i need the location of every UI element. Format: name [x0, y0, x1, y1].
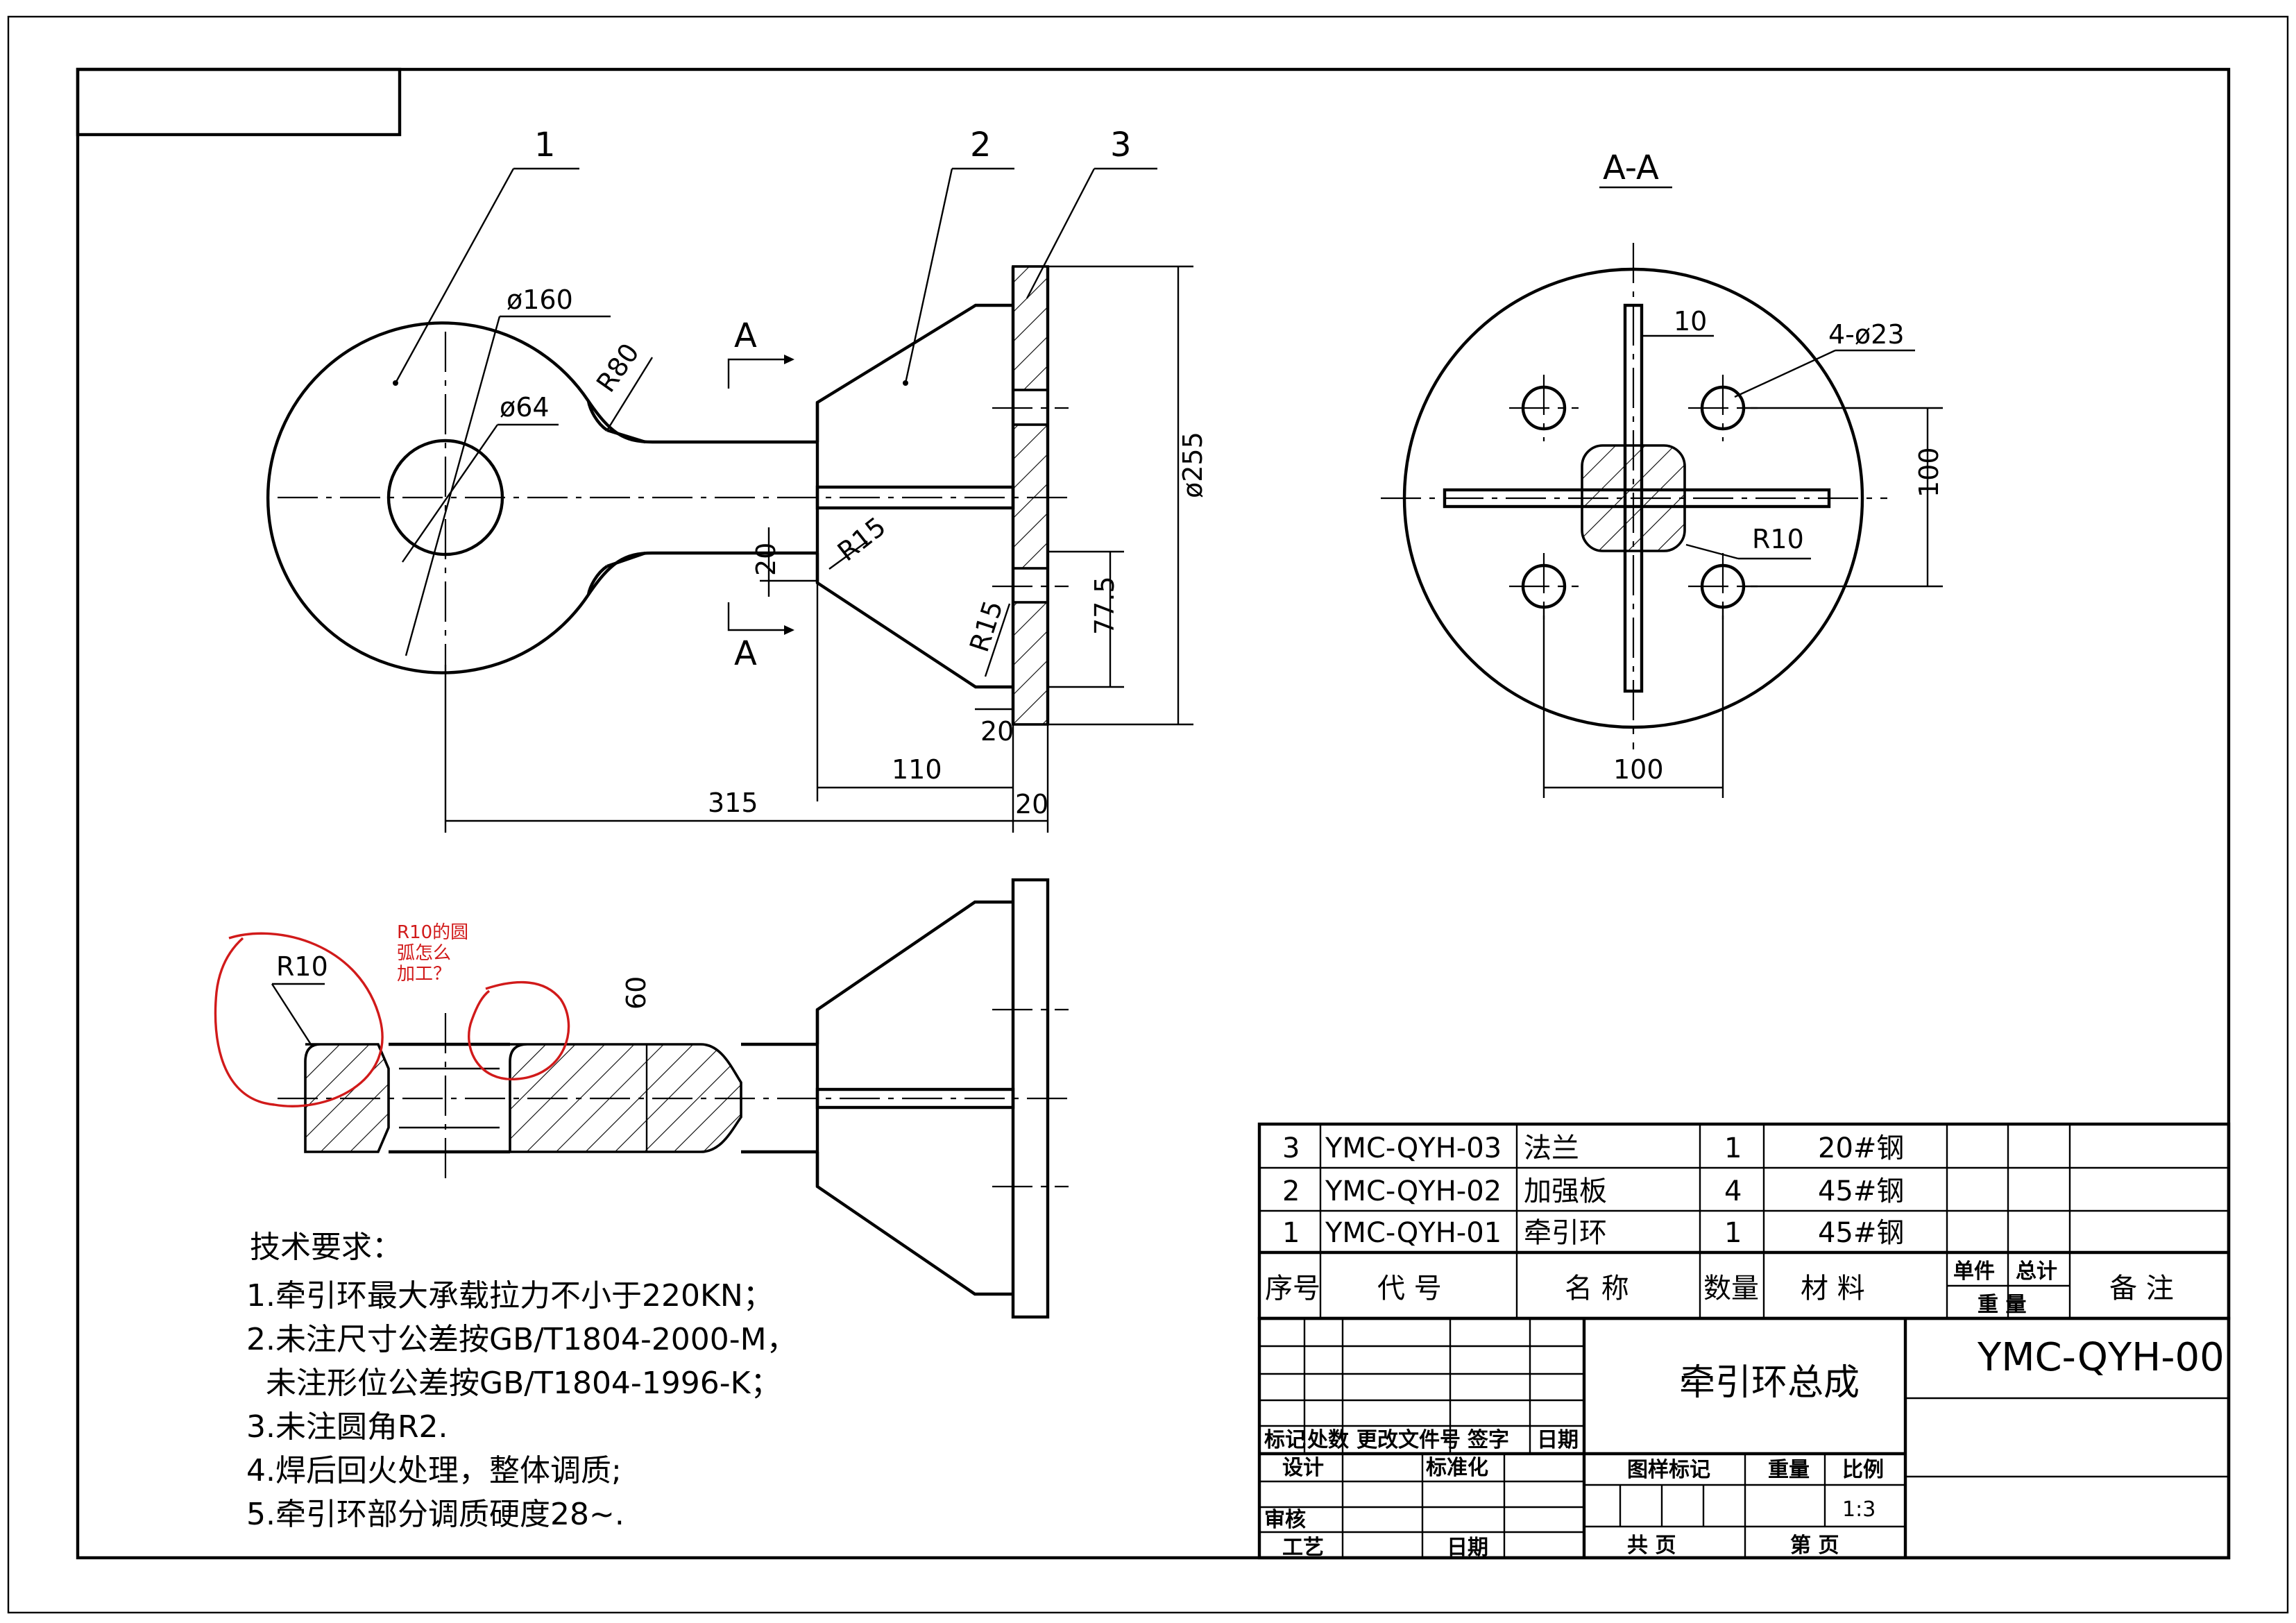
tb-scale-value: 1:3	[1842, 1497, 1876, 1522]
tb-scale: 比例	[1842, 1458, 1884, 1482]
dim-top-60: 60	[621, 976, 652, 1010]
dim-sec-10: 10	[1674, 306, 1707, 337]
bom-row3-qty: 1	[1724, 1217, 1742, 1249]
tech-req-item-5: 4.焊后回火处理，整体调质;	[246, 1453, 622, 1488]
tb-count: 处数	[1307, 1428, 1350, 1452]
dim-110: 110	[892, 754, 942, 785]
bom-header-weight: 重 量	[1978, 1293, 2026, 1317]
drawing-number: YMC-QYH-00	[1977, 1335, 2225, 1380]
bom-row1-name: 法兰	[1524, 1132, 1579, 1164]
annotation-line-3: 加工？	[397, 964, 451, 985]
tb-process: 工艺	[1282, 1536, 1324, 1560]
tech-req-item-6: 5.牵引环部分调质硬度28~.	[246, 1497, 624, 1532]
bom-table: 3 YMC-QYH-03 法兰 1 20#钢 2 YMC-QYH-02 加强板 …	[1257, 1122, 2231, 1320]
dim-sec-4d23: 4-ø23	[1828, 319, 1905, 350]
bom-row1-qty: 1	[1724, 1132, 1742, 1164]
tb-design: 设计	[1282, 1456, 1324, 1480]
dim-20-c: 20	[1015, 789, 1048, 819]
tb-weight: 重量	[1768, 1458, 1810, 1482]
dim-d160: ø160	[507, 284, 573, 315]
title-block: 标记 处数 更改文件号 签字 日期 设计 标准化 审核 工艺 日期 牵引环总成 …	[1257, 1316, 2231, 1560]
dim-20-b: 20	[980, 716, 1014, 747]
dim-sec-100-v: 100	[1914, 447, 1944, 498]
tb-date2: 日期	[1447, 1536, 1488, 1560]
dim-20-a: 20	[751, 543, 781, 576]
inner-frame	[76, 67, 2231, 1560]
corner-box	[76, 67, 402, 137]
part-label-2: 2	[970, 126, 992, 164]
drawing-name: 牵引环总成	[1679, 1362, 1860, 1404]
bom-row2-material: 45#钢	[1818, 1175, 1904, 1207]
technical-requirements: 技术要求： 1.牵引环最大承载拉力不小于220KN； 2.未注尺寸公差按GB/T…	[246, 1230, 797, 1532]
dim-77-5: 77.5	[1089, 576, 1120, 635]
dim-r15-b: R15	[964, 597, 1009, 656]
annotation-line-1: R10的圆	[397, 922, 468, 943]
tech-req-item-2: 2.未注尺寸公差按GB/T1804-2000-M，	[246, 1322, 797, 1357]
dim-r15-a: R15	[832, 511, 892, 568]
top-view: 60 R10 R10的圆 弧怎么 加工？	[214, 878, 1069, 1319]
section-view: A-A 10 4-ø23 R10 100	[1381, 148, 1944, 798]
tech-req-item-4: 3.未注圆角R2.	[246, 1409, 448, 1445]
tech-req-item-3: 未注形位公差按GB/T1804-1996-K；	[246, 1366, 781, 1401]
front-view: A A 1 2 3 ø160 ø64 R80 R15 R15	[266, 126, 1208, 833]
bom-row2-qty: 4	[1724, 1175, 1742, 1207]
bom-row3-no: 1	[1282, 1217, 1300, 1249]
dim-315: 315	[708, 788, 758, 818]
annotation-line-2: 弧怎么	[397, 943, 451, 964]
bom-header-unit: 单件	[1953, 1259, 1995, 1284]
tb-review: 审核	[1264, 1508, 1306, 1532]
bom-row3-code: YMC-QYH-01	[1325, 1217, 1502, 1249]
dim-d64: ø64	[500, 392, 550, 423]
cut-label-a-bottom: A	[734, 634, 757, 673]
part-label-3: 3	[1110, 126, 1132, 164]
tech-req-title: 技术要求：	[250, 1230, 402, 1265]
part-label-1: 1	[534, 126, 556, 164]
bom-row1-code: YMC-QYH-03	[1325, 1132, 1502, 1164]
tb-change-doc: 更改文件号	[1357, 1428, 1461, 1452]
section-title: A-A	[1603, 148, 1659, 187]
tb-total-sheets: 共 页	[1627, 1533, 1676, 1558]
bom-row2-name: 加强板	[1524, 1175, 1607, 1207]
bom-header-code: 代 号	[1377, 1273, 1442, 1305]
bom-header-note: 备 注	[2109, 1273, 2174, 1305]
dim-sec-100-h: 100	[1613, 754, 1664, 785]
bom-row1-material: 20#钢	[1818, 1132, 1904, 1164]
dim-d255: ø255	[1177, 432, 1208, 498]
bom-row3-material: 45#钢	[1818, 1217, 1904, 1249]
tech-req-item-1: 1.牵引环最大承载拉力不小于220KN；	[246, 1278, 774, 1314]
dim-sec-r10: R10	[1752, 524, 1804, 554]
bom-header-name: 名 称	[1565, 1273, 1629, 1305]
bom-row3-name: 牵引环	[1524, 1217, 1607, 1249]
tb-sign: 签字	[1468, 1428, 1509, 1452]
tb-sample-mark: 图样标记	[1627, 1458, 1710, 1482]
bom-row1-no: 3	[1282, 1132, 1300, 1164]
bom-header-qty: 数量	[1703, 1273, 1759, 1305]
outer-frame	[7, 15, 2289, 1614]
tb-mark: 标记	[1264, 1428, 1306, 1452]
cut-label-a-top: A	[734, 316, 757, 355]
dim-r80: R80	[590, 338, 645, 398]
dim-top-r10: R10	[276, 951, 328, 982]
bom-header-no: 序号	[1265, 1273, 1320, 1305]
tb-date: 日期	[1537, 1428, 1579, 1452]
bom-row2-no: 2	[1282, 1175, 1300, 1207]
bom-header-material: 材 料	[1801, 1273, 1865, 1305]
tb-sheet: 第 页	[1790, 1533, 1839, 1558]
bom-row2-code: YMC-QYH-02	[1325, 1175, 1502, 1207]
tb-standard: 标准化	[1426, 1456, 1488, 1480]
bom-header-total: 总计	[2016, 1259, 2057, 1284]
